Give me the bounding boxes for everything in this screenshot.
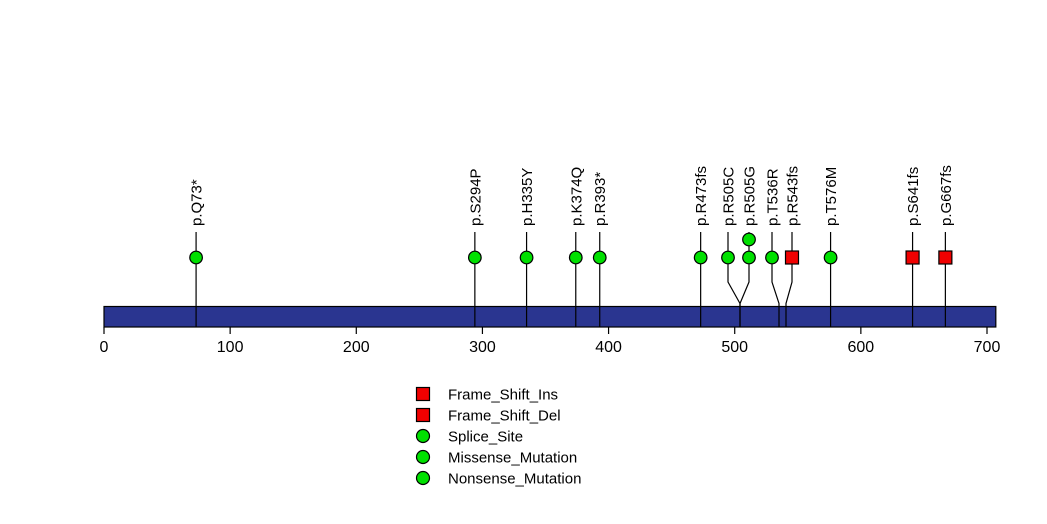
axis-tick-label: 400 (595, 339, 622, 356)
mutation-label: p.G667fs (938, 165, 955, 226)
legend-marker (415, 449, 431, 465)
mutation-label: p.T576M (823, 167, 840, 226)
mutation-label: p.R473fs (693, 166, 710, 226)
axis-tick-label: 700 (974, 339, 1001, 356)
legend-label: Missense_Mutation (448, 450, 577, 467)
legend-marker (415, 428, 431, 444)
mutation-label: p.R505C (721, 167, 738, 226)
mutation-marker (693, 250, 708, 265)
mutation-marker (568, 250, 583, 265)
axis-tick-label: 500 (721, 339, 748, 356)
mutation-marker (519, 250, 534, 265)
mutation-label: p.Q73* (189, 179, 206, 226)
axis-tick-label: 200 (343, 339, 370, 356)
mutation-marker (938, 250, 953, 265)
mutation-label: p.H335Y (519, 168, 536, 226)
mutation-marker (784, 250, 800, 265)
mutation-marker (467, 250, 482, 265)
mutation-marker (905, 250, 920, 265)
legend-label: Splice_Site (448, 429, 523, 446)
mutation-marker (765, 250, 779, 265)
mutation-label: p.R393* (592, 172, 609, 226)
legend-marker (415, 470, 431, 486)
axis-tick-label: 0 (100, 339, 109, 356)
mutation-label: p.R543fs (785, 166, 802, 226)
legend-marker (415, 386, 431, 402)
legend-label: Frame_Shift_Ins (448, 387, 558, 404)
legend-label: Nonsense_Mutation (448, 471, 581, 488)
mutation-label: p.K374Q (568, 167, 585, 226)
mutation-marker (721, 250, 735, 265)
legend-label: Frame_Shift_Del (448, 408, 561, 425)
legend-marker (415, 407, 431, 423)
axis-tick-label: 600 (848, 339, 875, 356)
mutation-marker (742, 250, 756, 265)
axis-tick-label: 300 (469, 339, 496, 356)
mutation-label: p.S641fs (905, 167, 922, 226)
mutation-marker (742, 232, 756, 247)
protein-backbone (103, 305, 997, 328)
mutation-marker (189, 250, 203, 265)
mutation-label: p.T536R (765, 168, 782, 226)
mutation-marker (823, 250, 838, 265)
mutation-label: p.S294P (467, 168, 484, 226)
mutation-marker (592, 250, 607, 265)
mutation-label: p.R505G (742, 166, 759, 226)
axis-tick-label: 100 (217, 339, 244, 356)
